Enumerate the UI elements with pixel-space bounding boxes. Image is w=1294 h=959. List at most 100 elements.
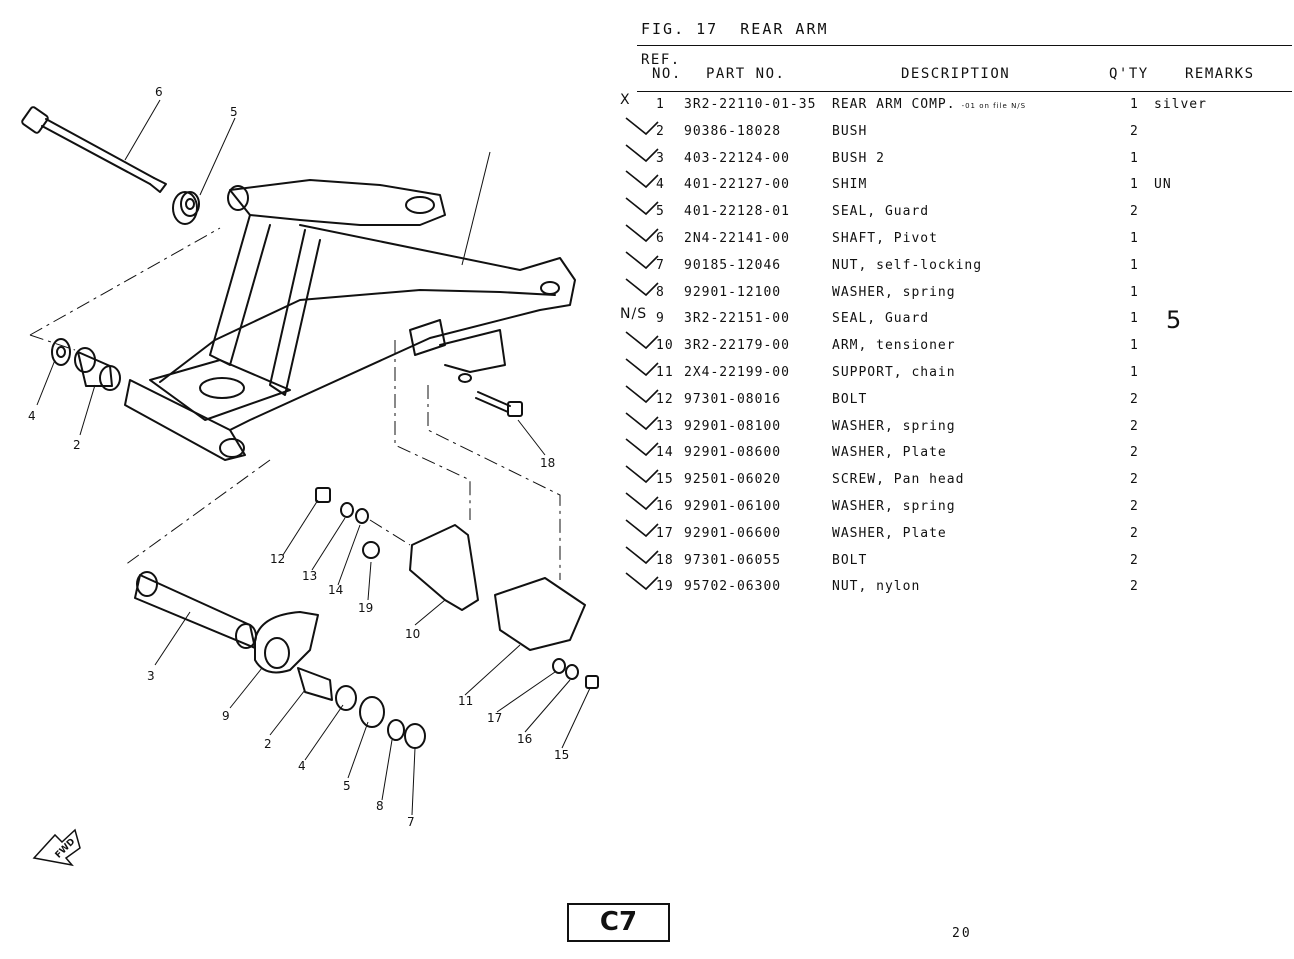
row-ref: 2 — [656, 123, 665, 139]
header-part-no: PART NO. — [706, 66, 786, 82]
row-qty: 2 — [1130, 579, 1139, 595]
header-rule — [637, 45, 1292, 46]
row-description: WASHER, spring — [832, 284, 956, 300]
row-part-no: 2N4-22141-00 — [684, 231, 790, 246]
row-ref: 10 — [656, 338, 674, 354]
row-ref: 13 — [656, 418, 674, 434]
row-qty: 2 — [1130, 525, 1139, 541]
callout-15: 15 — [554, 748, 569, 762]
rear-arm-exploded-diagram: 6 5 4 2 18 12 13 14 19 10 3 9 2 4 5 8 7 … — [21, 85, 599, 867]
row-description: WASHER, Plate — [832, 525, 947, 541]
row-qty: 1 — [1130, 97, 1139, 112]
row-ref: 11 — [656, 365, 674, 380]
header-qty: Q'TY — [1109, 66, 1149, 82]
row-part-no: 90386-18028 — [684, 123, 782, 139]
header-ref-line1: REF. — [641, 52, 681, 68]
row-remarks: silver — [1154, 97, 1207, 112]
callout-13: 13 — [302, 569, 317, 583]
row-mark: X — [620, 92, 631, 108]
seal-guard-part — [172, 191, 200, 225]
row-part-no: 3R2-22151-00 — [684, 311, 790, 327]
pivot-shaft-part — [21, 106, 167, 193]
row-description: NUT, nylon — [832, 579, 921, 595]
check-mark-icon — [625, 197, 659, 216]
callout-11: 11 — [458, 694, 473, 708]
callout-8: 8 — [376, 799, 384, 813]
row-qty: 1 — [1130, 257, 1139, 273]
callout-2: 2 — [73, 438, 81, 452]
row-description: SEAL, Guard — [832, 311, 930, 327]
check-mark-icon — [625, 170, 659, 189]
row-handwritten-note: -01 on file N/S — [961, 102, 1027, 110]
callout-2b: 2 — [264, 737, 272, 751]
row-qty: 1 — [1130, 311, 1139, 327]
callout-12: 12 — [270, 552, 285, 566]
row-ref: 12 — [656, 391, 674, 407]
row-part-no: 92901-08600 — [684, 445, 782, 461]
row-description: BOLT — [832, 552, 868, 568]
row-part-no: 95702-06300 — [684, 579, 782, 595]
row-part-no: 401-22128-01 — [684, 204, 790, 220]
row-part-no: 97301-06055 — [684, 552, 782, 568]
row-qty: 2 — [1130, 552, 1139, 568]
check-mark-icon — [625, 277, 659, 296]
row-ref: 18 — [656, 552, 674, 568]
row-part-no: 3R2-22110-01-35 — [684, 97, 817, 112]
row-ref: 3 — [656, 150, 665, 166]
check-mark-icon — [625, 519, 659, 537]
row-qty: 2 — [1130, 445, 1139, 461]
row-qty: 1 — [1130, 338, 1139, 354]
row-ref: 14 — [656, 445, 674, 461]
callout-7: 7 — [407, 815, 415, 829]
callout-5b: 5 — [343, 779, 351, 793]
row-part-no: 401-22127-00 — [684, 177, 790, 193]
row-part-no: 92901-12100 — [684, 284, 782, 300]
bolt-18-part — [475, 391, 523, 417]
callout-6: 6 — [155, 85, 163, 99]
callout-5: 5 — [230, 105, 238, 119]
row-ref: 8 — [656, 284, 665, 300]
row-description: SCREW, Pan head — [832, 472, 965, 488]
callout-14: 14 — [328, 583, 343, 597]
check-mark-icon — [625, 545, 659, 564]
row-description: BUSH — [832, 123, 868, 139]
row-qty: 2 — [1130, 499, 1139, 514]
row-part-no: 92901-06600 — [684, 525, 782, 541]
row-ref: 1 — [656, 97, 665, 112]
row-description: WASHER, spring — [832, 499, 956, 514]
page-number: 20 — [952, 926, 972, 941]
check-mark-icon — [625, 385, 659, 403]
callout-4b: 4 — [298, 759, 306, 773]
check-mark-icon — [625, 331, 659, 350]
row-qty: 2 — [1130, 123, 1139, 139]
row-ref: 17 — [656, 525, 674, 541]
row-qty: 2 — [1130, 391, 1139, 407]
row-description: ARM, tensioner — [832, 338, 956, 354]
row-qty: 1 — [1130, 177, 1139, 193]
row-ref: 7 — [656, 257, 665, 273]
row-description: SHIM — [832, 177, 868, 193]
check-mark-icon — [625, 224, 659, 243]
row-qty: 1 — [1130, 365, 1139, 380]
row-ref: 4 — [656, 177, 665, 193]
check-mark-icon — [625, 492, 659, 511]
row-part-no: 403-22124-00 — [684, 150, 790, 166]
seal-guard-9-part — [254, 611, 319, 674]
bush-part — [74, 347, 121, 391]
row-part-no: 92901-08100 — [684, 418, 782, 434]
row-qty: 1 — [1130, 284, 1139, 300]
check-mark-icon — [625, 251, 659, 269]
row-description: WASHER, spring — [832, 418, 956, 434]
check-mark-icon — [625, 358, 659, 377]
handwritten-note: 5 — [1166, 306, 1182, 334]
row-mark: N/S — [620, 306, 648, 323]
check-mark-icon — [625, 465, 659, 484]
shim-part — [51, 338, 71, 366]
row-qty: 1 — [1130, 150, 1139, 166]
row-part-no: 97301-08016 — [684, 391, 782, 407]
row-description: SUPPORT, chain — [832, 365, 956, 380]
header-ref-line2: NO. — [652, 66, 682, 82]
row-part-no: 2X4-22199-00 — [684, 365, 790, 380]
row-ref: 5 — [656, 204, 665, 220]
check-mark-icon — [625, 143, 659, 162]
